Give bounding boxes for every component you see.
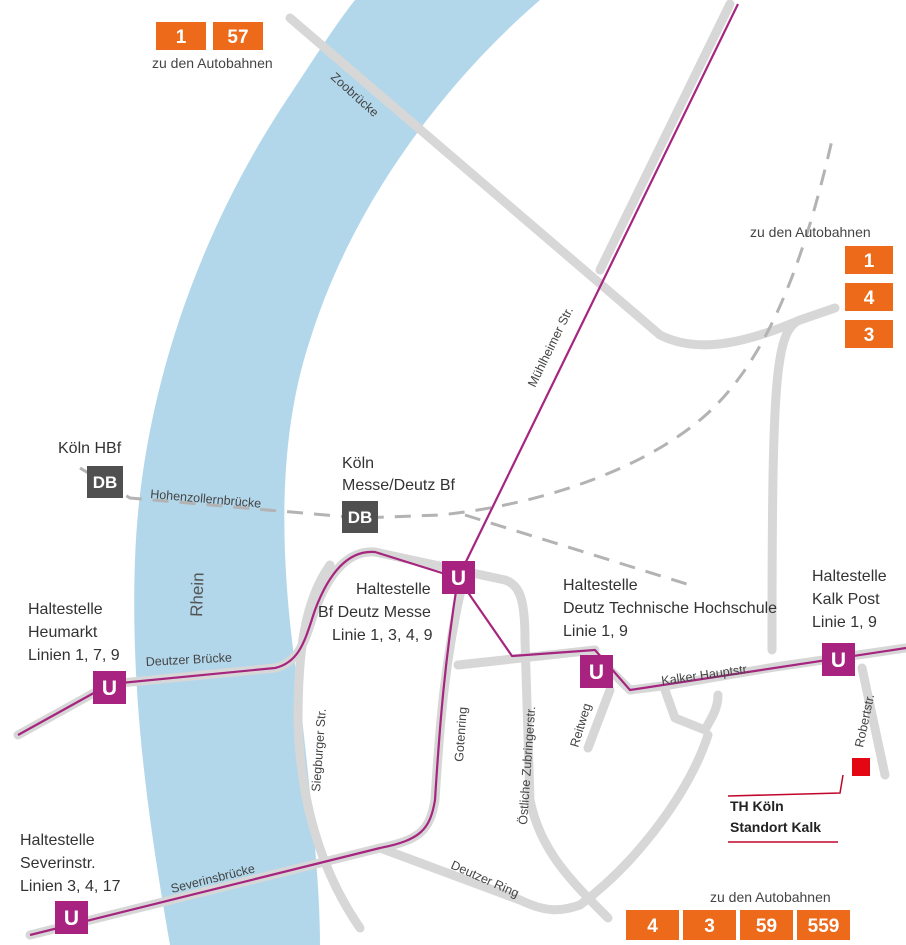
label-deutz-th-3: Linie 1, 9 <box>563 623 628 640</box>
label-bf-deutz-messe-2: Bf Deutz Messe <box>318 604 431 621</box>
autobahn-bottom: zu den Autobahnen 4 3 59 559 <box>626 889 850 940</box>
autobahn-top-box-1 <box>156 22 206 50</box>
label-kalker: Kalker Hauptstr. <box>660 662 750 688</box>
autobahn-right-caption: zu den Autobahnen <box>750 224 871 240</box>
autobahn-top-label-1: 1 <box>176 27 187 48</box>
autobahn-bottom-box-1 <box>626 910 679 940</box>
u-badge-bf-deutz-messe-text: U <box>451 567 466 590</box>
label-heumarkt-3: Linien 1, 7, 9 <box>28 647 120 664</box>
label-bf-deutz-messe-3: Linie 1, 3, 4, 9 <box>332 627 433 644</box>
tram-lines <box>17 3 906 937</box>
label-rhein: Rhein <box>187 572 208 617</box>
robertstr-road <box>857 663 890 780</box>
label-heumarkt-1: Haltestelle <box>28 601 103 618</box>
tram-line-south <box>29 577 460 937</box>
station-koeln-hbf: Köln HBf DB <box>58 440 123 498</box>
autobahn-bottom-box-3 <box>740 910 793 940</box>
autobahn-bottom-label-4: 559 <box>808 916 840 937</box>
stop-severinstr: Haltestelle Severinstr. Linien 3, 4, 17 … <box>20 832 121 934</box>
east-connector-road <box>767 315 805 655</box>
autobahn-bottom-label-3: 59 <box>756 916 777 937</box>
tram-line-bridge <box>17 550 459 736</box>
label-muelheimer: Mühlheimer Str. <box>525 305 576 390</box>
u-badge-deutz-th-text: U <box>589 661 604 684</box>
autobahn-right-box-2 <box>845 283 893 311</box>
label-siegburger: Siegburger Str. <box>309 708 329 792</box>
autobahn-bottom-label-2: 3 <box>704 916 715 937</box>
autobahn-bottom-box-2 <box>683 910 736 940</box>
tram-line-north <box>457 3 739 579</box>
db-badge-hbf <box>87 466 123 498</box>
label-kalk-post-3: Linie 1, 9 <box>812 614 877 631</box>
hohenzollern-rail <box>79 139 834 520</box>
autobahn-right-box-1 <box>845 246 893 274</box>
stop-deutz-th: Haltestelle Deutz Technische Hochschule … <box>563 577 777 688</box>
autobahn-top-label-2: 57 <box>227 27 248 48</box>
label-gotenring: Gotenring <box>452 706 470 762</box>
label-bf-deutz-messe-1: Haltestelle <box>356 581 431 598</box>
u-badge-deutz-th <box>580 655 613 688</box>
label-severinstr-1: Haltestelle <box>20 832 95 849</box>
u-badge-bf-deutz-messe <box>442 561 475 594</box>
campus-leader-line <box>727 774 844 797</box>
u-badge-kalk-post-text: U <box>831 649 846 672</box>
u-badge-heumarkt-text: U <box>102 677 117 700</box>
db-badge-hbf-text: DB <box>93 473 118 492</box>
label-koeln-hbf: Köln HBf <box>58 440 122 457</box>
autobahn-bottom-label-1: 4 <box>647 916 658 937</box>
db-badge-messe <box>342 501 378 533</box>
autobahn-right: zu den Autobahnen 1 4 3 <box>750 224 893 348</box>
autobahn-top: 1 57 zu den Autobahnen <box>152 22 273 71</box>
autobahn-bottom-box-4 <box>797 910 850 940</box>
db-badge-messe-text: DB <box>348 508 373 527</box>
campus-th-koeln-kalk: TH Köln Standort Kalk <box>727 758 870 843</box>
autobahn-bottom-caption: zu den Autobahnen <box>710 889 831 905</box>
stop-bf-deutz-messe: Haltestelle Bf Deutz Messe Linie 1, 3, 4… <box>318 561 475 644</box>
reitweg-road <box>583 685 615 753</box>
label-kalk-post-2: Kalk Post <box>812 591 880 608</box>
label-messe-deutz-2: Messe/Deutz Bf <box>342 477 455 494</box>
rail-branch-east <box>464 513 691 587</box>
kalk-loop-road <box>660 685 723 735</box>
muelheimer-road <box>595 0 735 275</box>
u-badge-kalk-post <box>822 643 855 676</box>
label-deutz-th-2: Deutz Technische Hochschule <box>563 600 777 617</box>
tram-line-east <box>457 577 906 692</box>
station-messe-deutz: Köln Messe/Deutz Bf DB <box>342 455 455 533</box>
label-kalk-post-1: Haltestelle <box>812 568 887 585</box>
u-badge-heumarkt <box>93 671 126 704</box>
label-severinstr-2: Severinstr. <box>20 855 96 872</box>
label-heumarkt-2: Heumarkt <box>28 624 98 641</box>
autobahn-right-label-2: 4 <box>864 288 875 309</box>
stop-heumarkt: Haltestelle Heumarkt Linien 1, 7, 9 U <box>28 601 126 704</box>
autobahn-right-label-3: 3 <box>864 325 875 346</box>
campus-label-2: Standort Kalk <box>730 819 821 835</box>
messe-road-east <box>453 565 613 923</box>
label-deutzer-bruecke: Deutzer Brücke <box>145 651 232 669</box>
gotenring-road <box>375 580 467 853</box>
autobahn-top-box-2 <box>213 22 263 50</box>
stop-kalk-post: Haltestelle Kalk Post Linie 1, 9 U <box>812 568 887 676</box>
rhine-river <box>134 0 541 945</box>
u-badge-severinstr <box>55 901 88 934</box>
autobahn-top-caption: zu den Autobahnen <box>152 55 273 71</box>
label-messe-deutz-1: Köln <box>342 455 374 472</box>
railway-lines <box>79 139 834 587</box>
deutzer-ring-road <box>375 730 713 915</box>
label-severinstr-3: Linien 3, 4, 17 <box>20 878 121 895</box>
campus-label-1: TH Köln <box>730 798 784 814</box>
u-badge-severinstr-text: U <box>64 907 79 930</box>
siegburger-road <box>293 560 365 933</box>
campus-building-marker <box>852 758 870 776</box>
autobahn-right-box-3 <box>845 320 893 348</box>
label-deutz-th-1: Haltestelle <box>563 577 638 594</box>
autobahn-right-label-1: 1 <box>864 251 875 272</box>
